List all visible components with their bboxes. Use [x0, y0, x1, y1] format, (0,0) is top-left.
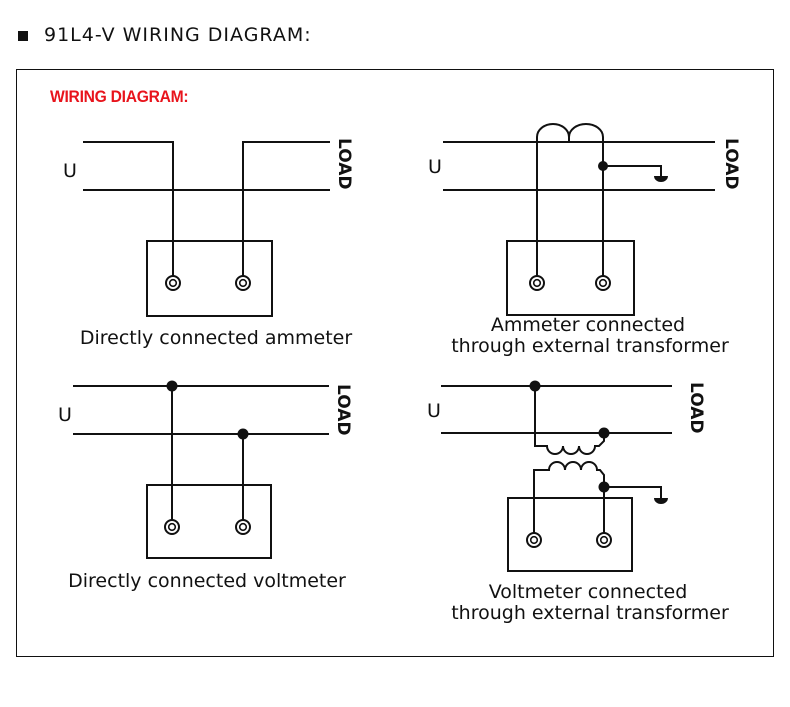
wire-ground [604, 486, 662, 498]
square-bullet-icon [18, 31, 28, 41]
diagram-ct-ammeter: U LOAD Ammeter connected through externa… [428, 123, 741, 357]
source-label: U [427, 400, 441, 422]
terminal-icon [165, 275, 181, 291]
ground-icon [654, 176, 668, 182]
diagram-caption-line-2: through external transformer [451, 602, 729, 624]
terminal-icon [526, 532, 542, 548]
source-label: U [58, 404, 72, 426]
transformer-secondary-coil-icon [533, 461, 605, 533]
terminal-icon [235, 275, 251, 291]
line-conductor-top-out [242, 141, 330, 276]
diagram-caption-line-1: Voltmeter connected [489, 581, 688, 603]
load-label: LOAD [721, 138, 741, 190]
section-heading: 91L4-V WIRING DIAGRAM: [18, 23, 312, 47]
diagram-caption: Directly connected voltmeter [68, 570, 346, 592]
panel-title: WIRING DIAGRAM: [50, 87, 189, 106]
current-transformer-coil-icon [536, 123, 604, 142]
diagram-direct-voltmeter: U LOAD Directly connected voltmeter [58, 380, 353, 592]
diagram-caption-line-2: through external transformer [451, 335, 729, 357]
diagram-pt-voltmeter: U LOAD Voltmeter connected through exter… [427, 380, 729, 624]
load-label: LOAD [333, 384, 353, 436]
meter-box [146, 484, 272, 559]
terminal-icon [596, 532, 612, 548]
terminal-icon [235, 519, 251, 535]
wire-ground [603, 165, 662, 176]
wiring-diagram-panel [16, 69, 774, 657]
line-conductor-top-in [83, 141, 174, 276]
heading-text: 91L4-V WIRING DIAGRAM: [44, 24, 312, 46]
terminal-icon [164, 519, 180, 535]
meter-box [146, 240, 273, 317]
source-label: U [428, 156, 442, 178]
transformer-primary-coil-icon [534, 386, 605, 455]
load-label: LOAD [686, 382, 706, 434]
load-label: LOAD [334, 138, 354, 190]
terminal-icon [529, 275, 545, 291]
source-label: U [63, 160, 77, 182]
ground-icon [654, 498, 668, 504]
diagram-direct-ammeter: U LOAD Directly connected ammeter [63, 138, 354, 349]
meter-box [506, 240, 635, 316]
diagram-caption-line-1: Ammeter connected [491, 314, 685, 336]
terminal-icon [595, 275, 611, 291]
meter-box [507, 497, 633, 572]
diagram-caption: Directly connected ammeter [80, 327, 352, 349]
